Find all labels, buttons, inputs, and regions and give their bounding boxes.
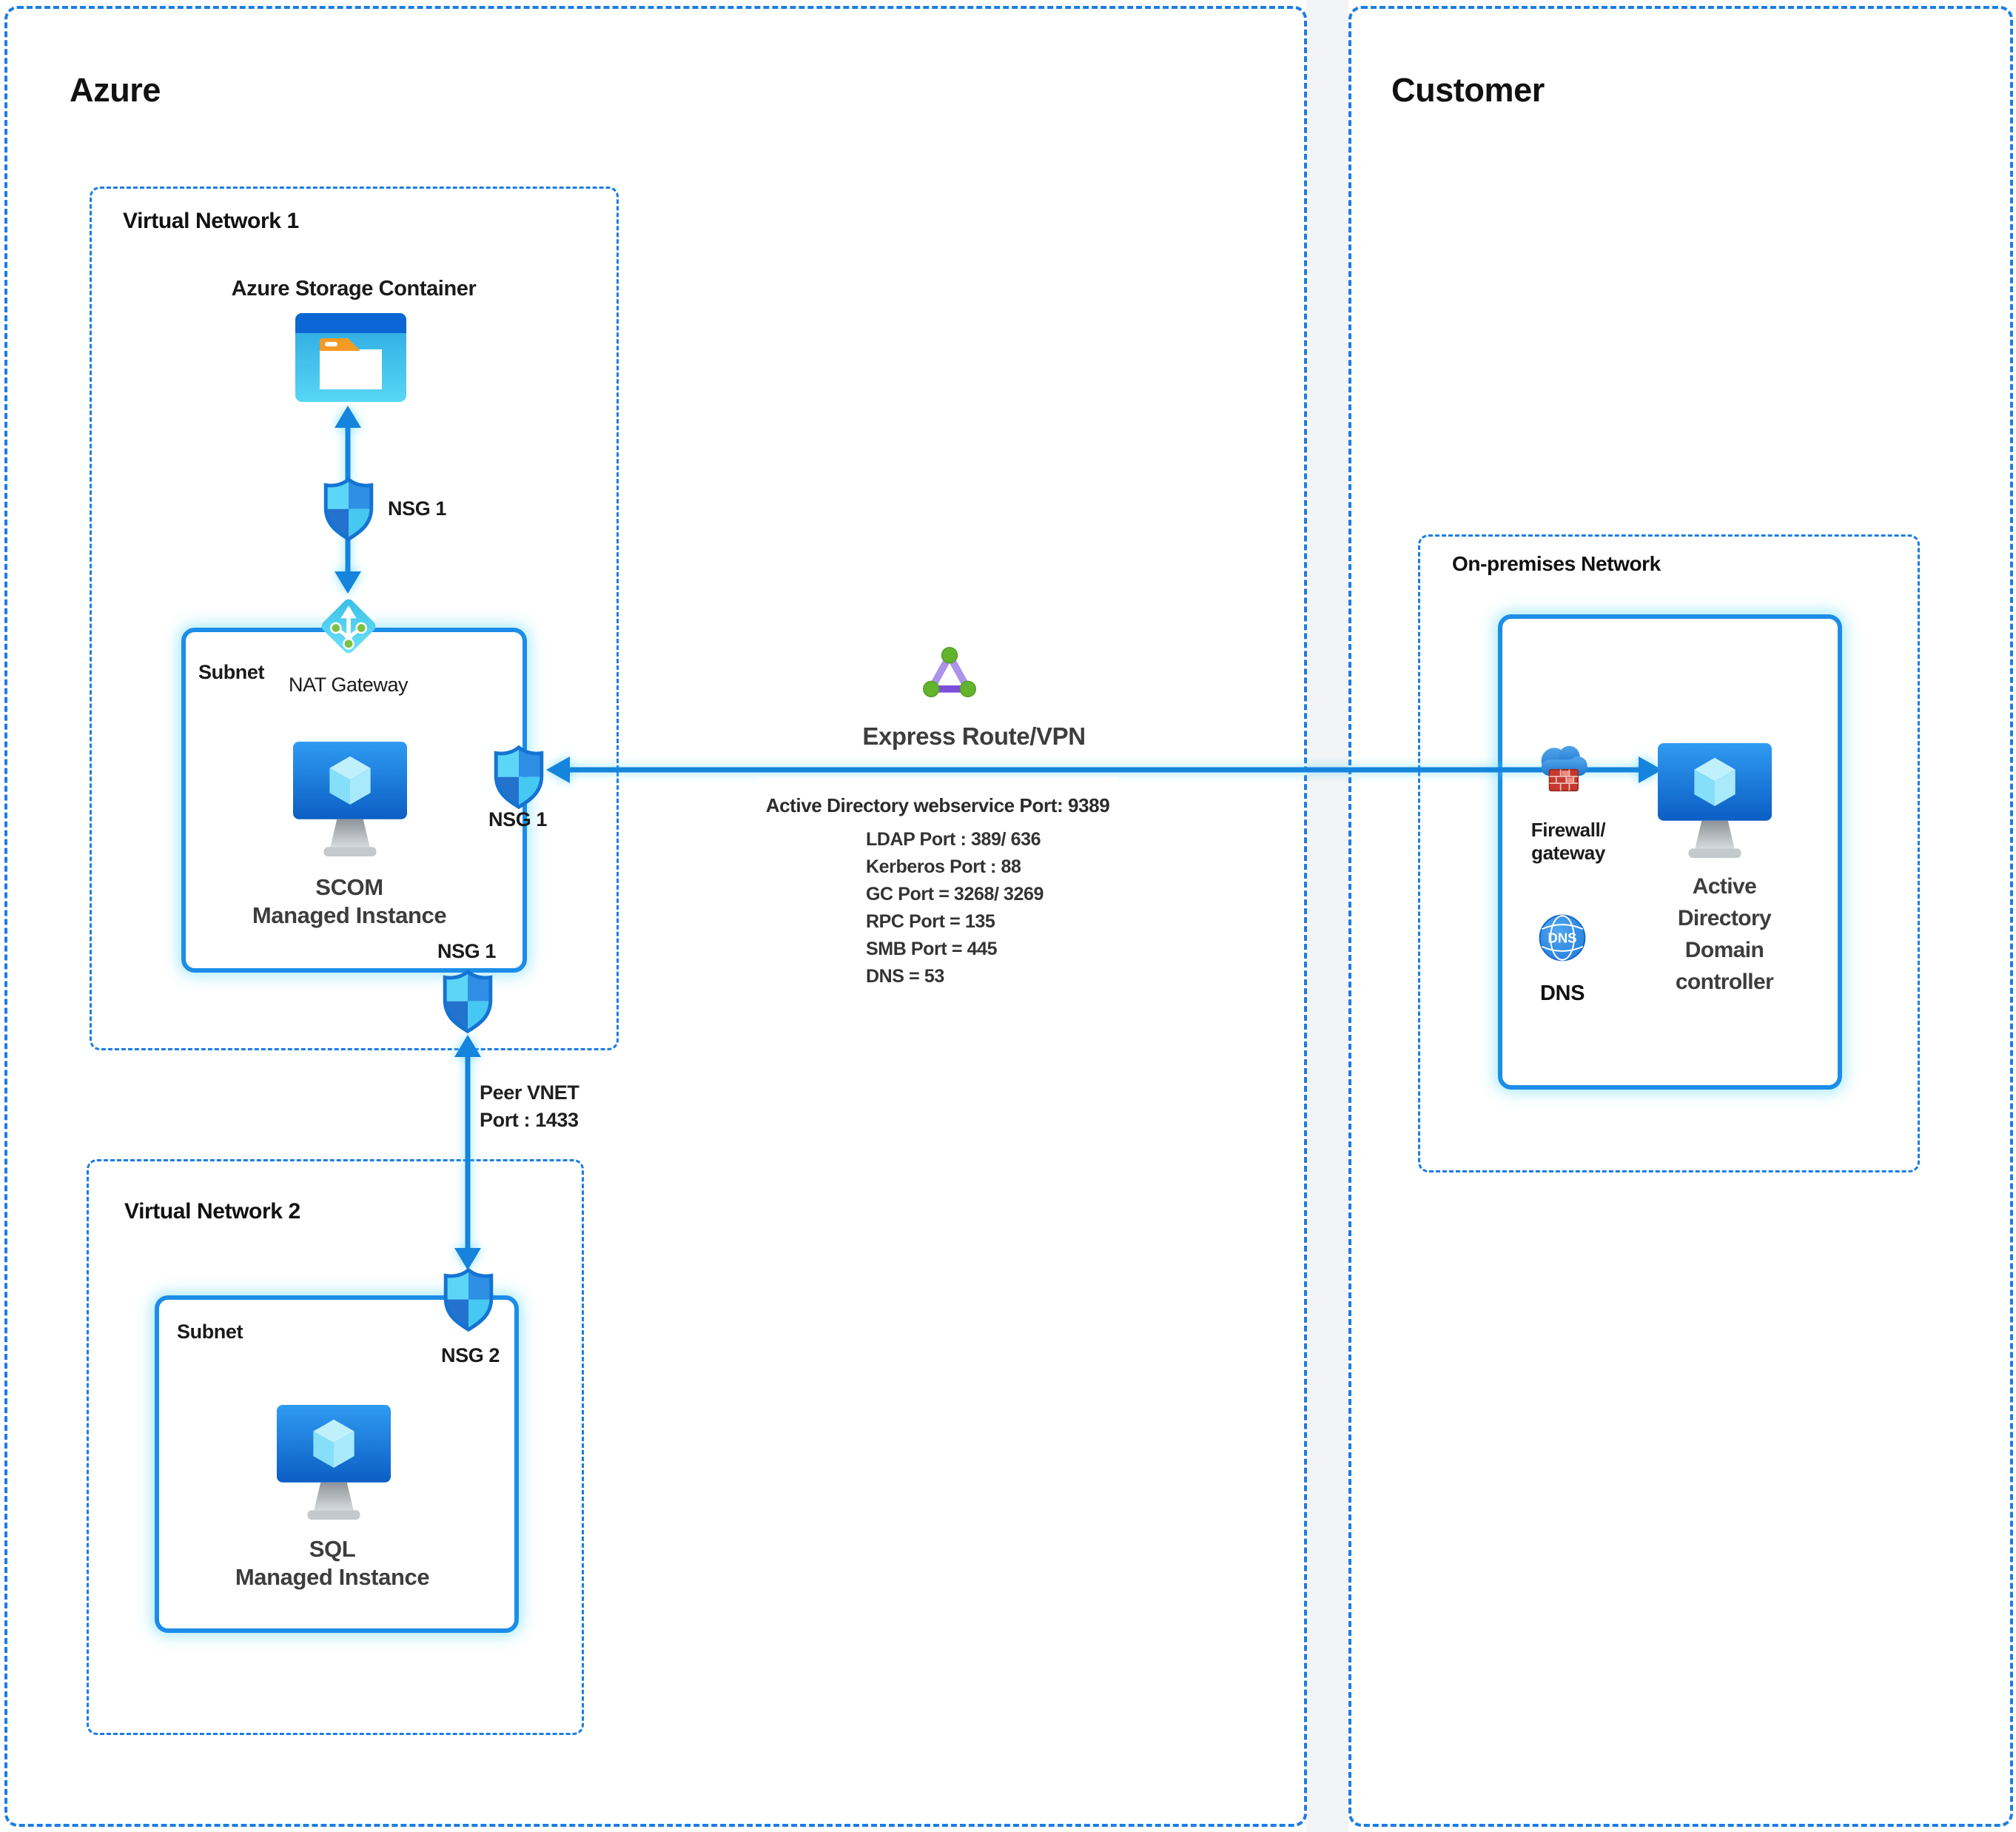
port-item-ldap: LDAP Port : 389/ 636 (866, 829, 1041, 850)
onprem-inner-box (1498, 614, 1842, 1090)
peer-vnet-label-line1: Peer VNET (480, 1081, 579, 1104)
customer-title: Customer (1391, 71, 1545, 109)
nsg-shield-icon (493, 745, 545, 810)
ad-webservice-port-label: Active Directory webservice Port: 9389 (759, 777, 1117, 833)
nat-gateway-label: NAT Gateway (289, 674, 409, 696)
dns-icon-text: DNS (1548, 930, 1577, 946)
port-item-gc: GC Port = 3268/ 3269 (866, 884, 1044, 905)
adc-label-line4: controller (1675, 970, 1774, 994)
firewall-label-line1: Firewall/ (1531, 819, 1606, 841)
port-item-kerberos: Kerberos Port : 88 (866, 856, 1021, 877)
firewall-label-line2: gateway (1531, 842, 1605, 864)
sql-label-line1: SQL (309, 1536, 356, 1562)
sql-managed-instance-icon (276, 1405, 392, 1520)
arrow-express-route (546, 756, 1662, 783)
vnet1-label: Virtual Network 1 (123, 209, 299, 233)
port-item-rpc: RPC Port = 135 (866, 911, 995, 932)
nsg1-right-label: NSG 1 (488, 808, 548, 831)
scom-label: SCOM Managed Instance (218, 873, 480, 930)
panel-gap-strip (1306, 0, 1348, 1832)
vnet1-box (90, 187, 619, 1050)
dns-label: DNS (1539, 982, 1585, 1005)
vnet2-box (87, 1159, 584, 1735)
onprem-network-box (1418, 534, 1920, 1172)
onprem-network-label: On-premises Network (1452, 552, 1661, 575)
peer-vnet-label: Peer VNET Port : 1433 (480, 1079, 579, 1134)
nsg-shield-icon (323, 477, 374, 542)
storage-container-label: Azure Storage Container (231, 277, 477, 301)
firewall-gateway-label: Firewall/ gateway (1514, 819, 1622, 865)
subnet1-label: Subnet (198, 661, 265, 683)
adc-label-line2: Directory (1677, 906, 1772, 930)
azure-storage-container-icon (295, 313, 406, 402)
vnet2-label: Virtual Network 2 (124, 1199, 300, 1224)
arrow-peer-vnet (454, 1035, 481, 1270)
azure-title: Azure (70, 71, 161, 109)
scom-label-line1: SCOM (315, 874, 383, 900)
nsg-shield-icon (442, 969, 494, 1034)
adc-label-line1: Active (1692, 874, 1757, 899)
sql-label: SQL Managed Instance (201, 1535, 463, 1591)
active-directory-dc-label: Active Directory Domain controller (1650, 870, 1798, 998)
nsg1-top-label: NSG 1 (388, 497, 447, 520)
peer-vnet-label-line2: Port : 1433 (480, 1109, 579, 1131)
ports-list: LDAP Port : 389/ 636 Kerberos Port : 88 … (866, 826, 1044, 990)
scom-label-line2: Managed Instance (252, 902, 447, 928)
adc-label-line3: Domain (1684, 938, 1764, 962)
express-route-label: Express Route/VPN (862, 722, 1086, 750)
firewall-gateway-icon (1541, 745, 1587, 792)
nsg1-bottom-label: NSG 1 (437, 940, 496, 962)
port-item-smb: SMB Port = 445 (866, 939, 998, 959)
dns-icon: DNS (1539, 914, 1586, 962)
port-item-dns: DNS = 53 (866, 966, 944, 987)
ad-webservice-port-text: Active Directory webservice Port: 9389 (765, 793, 1110, 816)
subnet2-label: Subnet (177, 1321, 243, 1343)
sql-label-line2: Managed Instance (235, 1564, 430, 1590)
nsg-shield-icon (443, 1267, 494, 1332)
nsg2-label: NSG 2 (441, 1344, 500, 1366)
express-route-icon (923, 647, 976, 698)
active-directory-dc-icon (1657, 743, 1773, 859)
nat-gateway-icon (321, 599, 376, 654)
scom-managed-instance-icon (292, 742, 408, 857)
